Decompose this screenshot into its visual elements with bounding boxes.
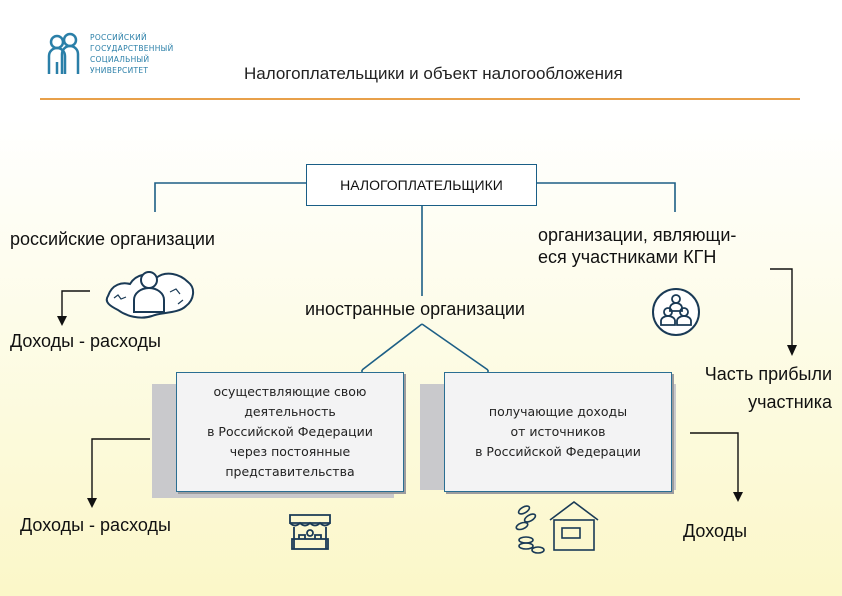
title-divider [40, 98, 800, 100]
logo: Российский государственный социальный ун… [46, 32, 206, 80]
foreign-orgs-label: иностранные организации [305, 299, 525, 319]
page-title: Налогоплательщики и объект налогообложен… [244, 64, 623, 83]
kgn-orgs-label: организации, являющи- еся участниками КГ… [538, 225, 737, 267]
income-expenses-label: Доходы - расходы [10, 331, 161, 351]
card-left-text: осуществляющие свою деятельность в Росси… [207, 384, 373, 479]
russia-map-person-icon [105, 271, 194, 319]
russian-orgs-label: российские организации [10, 229, 215, 249]
card-right-text: получающие доходы от источников в Россий… [475, 404, 641, 459]
income-source-card: получающие доходы от источников в Россий… [444, 372, 672, 492]
logo-line: социальный [90, 55, 150, 64]
logo-line: университет [90, 66, 149, 75]
coins-house-icon [515, 501, 599, 554]
group-people-icon [652, 288, 700, 336]
income-expenses-label-2: Доходы - расходы [20, 515, 171, 535]
profit-part-label: Часть прибыли участника [704, 364, 832, 412]
permanent-establishment-card: осуществляющие свою деятельность в Росси… [176, 372, 404, 492]
root-node: НАЛОГОПЛАТЕЛЬЩИКИ [306, 164, 537, 206]
logo-line: Российский [90, 33, 147, 42]
logo-people-icon [47, 32, 80, 74]
income-label: Доходы [683, 521, 748, 541]
logo-line: государственный [90, 44, 174, 53]
market-stall-icon [289, 514, 331, 550]
root-label: НАЛОГОПЛАТЕЛЬЩИКИ [340, 177, 503, 193]
